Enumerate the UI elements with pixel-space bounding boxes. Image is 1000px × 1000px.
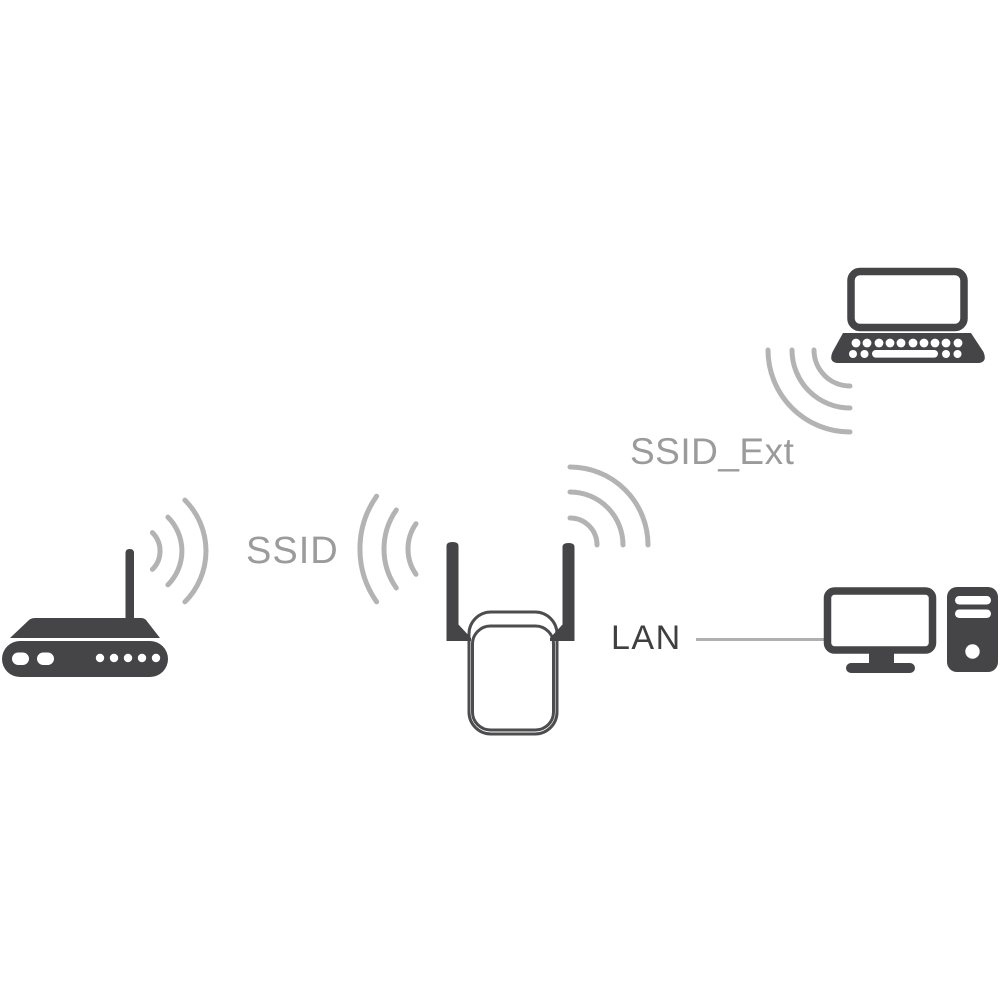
extender-antenna-right [562,543,575,641]
router-led-dot [123,653,133,663]
laptop-icon [831,267,985,363]
laptop-keys [849,338,963,358]
router-led-pill [37,652,54,665]
laptop-wifi-arcs-icon [765,347,853,435]
router-led-dot [109,653,119,663]
monitor-stand [869,652,894,665]
tower-drive-slot [955,596,991,605]
extender-antenna-left [446,542,459,641]
router-led-dot [137,653,147,663]
router-led-dot [151,653,161,663]
extender-wifi-arcs-right-icon [567,464,651,548]
tower-power-button [965,644,980,659]
router-top [10,618,160,638]
tower-case [947,587,998,672]
router-icon [2,549,168,677]
extender-body-front [471,624,555,732]
range-extender-icon [446,542,575,736]
router-led-dot [95,653,105,663]
router-antenna [125,549,134,619]
desktop-computer-icon [823,587,998,673]
laptop-keyboard-base [831,333,985,363]
tower-drive-slot [955,609,991,618]
lan-label: LAN [611,619,682,657]
router-body [2,641,168,677]
ssid-label: SSID [246,530,339,572]
monitor-base [846,663,915,673]
laptop-screen [847,267,968,332]
extender-antenna-left-hinge [458,624,471,641]
extender-antenna-right-hinge [550,624,563,641]
router-led-pill [12,652,29,665]
router-wifi-arcs-icon [149,497,209,605]
monitor-screen [823,587,937,654]
ssid-ext-label: SSID_Ext [630,431,795,472]
extender-wifi-arcs-left-icon [357,493,419,605]
